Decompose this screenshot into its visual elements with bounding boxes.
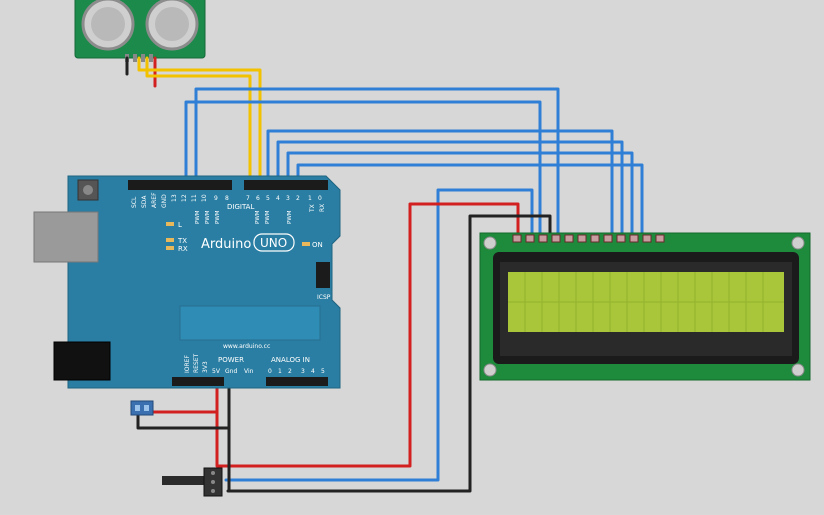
wire-echo bbox=[145, 56, 252, 188]
pin-label-5v: 5V bbox=[212, 368, 221, 375]
pin-label-3v3: 3V3 bbox=[202, 361, 209, 373]
wires bbox=[125, 56, 644, 493]
pin-label-9: 9 bbox=[214, 195, 218, 202]
pin-label-7: 7 bbox=[246, 195, 250, 202]
wire-lcd-en bbox=[184, 100, 542, 240]
digital-header-b bbox=[244, 180, 328, 190]
pwm-mark: PWM bbox=[255, 210, 261, 224]
pin-label-8: 8 bbox=[225, 195, 229, 202]
wire-lcd-d5 bbox=[276, 140, 624, 240]
pwm-labels: PWM PWM PWM PWM PWM PWM bbox=[195, 210, 293, 224]
rx-side-label: RX bbox=[319, 204, 326, 212]
digital-header-a bbox=[128, 180, 232, 190]
pin-label-1: 1 bbox=[308, 195, 312, 202]
pin-label-6: 6 bbox=[256, 195, 260, 202]
pin-label-reset: RESET bbox=[193, 353, 200, 373]
pin-label-aref: AREF bbox=[151, 192, 158, 208]
usb-port bbox=[33, 211, 99, 263]
digital-label: DIGITAL bbox=[227, 203, 254, 211]
pin-label-scl: SCL bbox=[131, 196, 138, 208]
wire-lcd-contrast bbox=[224, 188, 534, 482]
power-pin-labels: IOREF RESET 3V3 5V Gnd Vin bbox=[184, 353, 254, 375]
pin-label-sda: SDA bbox=[141, 195, 148, 208]
uno-badge: UNO bbox=[253, 233, 295, 252]
top-pin-labels: SCL SDA AREF GND 13 12 11 10 9 8 7 6 5 4… bbox=[131, 192, 322, 208]
wire-trig bbox=[137, 56, 262, 188]
analog-pin-3: 3 bbox=[301, 368, 305, 375]
analog-pin-0: 0 bbox=[268, 368, 272, 375]
power-label: POWER bbox=[218, 356, 244, 364]
pwm-mark: PWM bbox=[287, 210, 293, 224]
arduino-brand: Arduino bbox=[201, 237, 251, 252]
tx-side-label: TX bbox=[309, 204, 316, 213]
pin-label-ioref: IOREF bbox=[184, 355, 191, 373]
power-jack bbox=[53, 341, 111, 381]
pwm-mark: PWM bbox=[195, 210, 201, 224]
led-tx-label: TX bbox=[177, 237, 187, 245]
wire-lcd-d6 bbox=[286, 151, 634, 240]
led-rx-label: RX bbox=[178, 245, 188, 253]
analog-pin-4: 4 bbox=[311, 368, 315, 375]
analog-pin-2: 2 bbox=[288, 368, 292, 375]
pin-label-0: 0 bbox=[318, 195, 322, 202]
pin-label-2: 2 bbox=[296, 195, 300, 202]
lcd-character-grid bbox=[508, 272, 784, 332]
analog-header bbox=[266, 377, 328, 386]
icsp-label: ICSP bbox=[317, 294, 331, 301]
uno-model: UNO bbox=[260, 236, 287, 250]
pwm-mark: PWM bbox=[265, 210, 271, 224]
icsp-header bbox=[316, 262, 330, 288]
power-connector bbox=[130, 400, 154, 416]
wire-lcd-gnd bbox=[226, 214, 552, 493]
analog-pin-1: 1 bbox=[278, 368, 282, 375]
analog-pin-labels: 0 1 2 3 4 5 bbox=[268, 368, 325, 375]
analog-pin-5: 5 bbox=[321, 368, 325, 375]
pin-label-10: 10 bbox=[201, 194, 208, 202]
microcontroller bbox=[179, 305, 321, 341]
pin-label-vin: Vin bbox=[244, 368, 254, 375]
site-label: www.arduino.cc bbox=[223, 343, 270, 350]
pin-label-3: 3 bbox=[286, 195, 290, 202]
pin-label-12: 12 bbox=[181, 194, 188, 202]
arduino-uno-board: SCL SDA AREF GND 13 12 11 10 9 8 7 6 5 4… bbox=[33, 175, 341, 389]
pin-label-11: 11 bbox=[191, 194, 198, 202]
pwm-mark: PWM bbox=[215, 210, 221, 224]
on-label: ON bbox=[312, 241, 323, 249]
pin-label-gnd: GND bbox=[161, 194, 168, 208]
pin-label-gnd-power: Gnd bbox=[225, 368, 237, 375]
ultrasonic-sensor bbox=[74, 0, 206, 62]
wire-aux-black bbox=[136, 410, 231, 430]
lcd-header bbox=[512, 234, 665, 243]
power-header bbox=[172, 377, 224, 386]
potentiometer[interactable] bbox=[162, 467, 223, 497]
pin-label-13: 13 bbox=[171, 194, 178, 202]
wire-lcd-d4 bbox=[266, 129, 614, 240]
pwm-mark: PWM bbox=[205, 210, 211, 224]
pin-label-5: 5 bbox=[266, 195, 270, 202]
led-l-label: L bbox=[178, 221, 182, 229]
analog-in-label: ANALOG IN bbox=[271, 356, 310, 364]
lcd-display bbox=[479, 232, 811, 381]
pin-label-4: 4 bbox=[276, 195, 280, 202]
